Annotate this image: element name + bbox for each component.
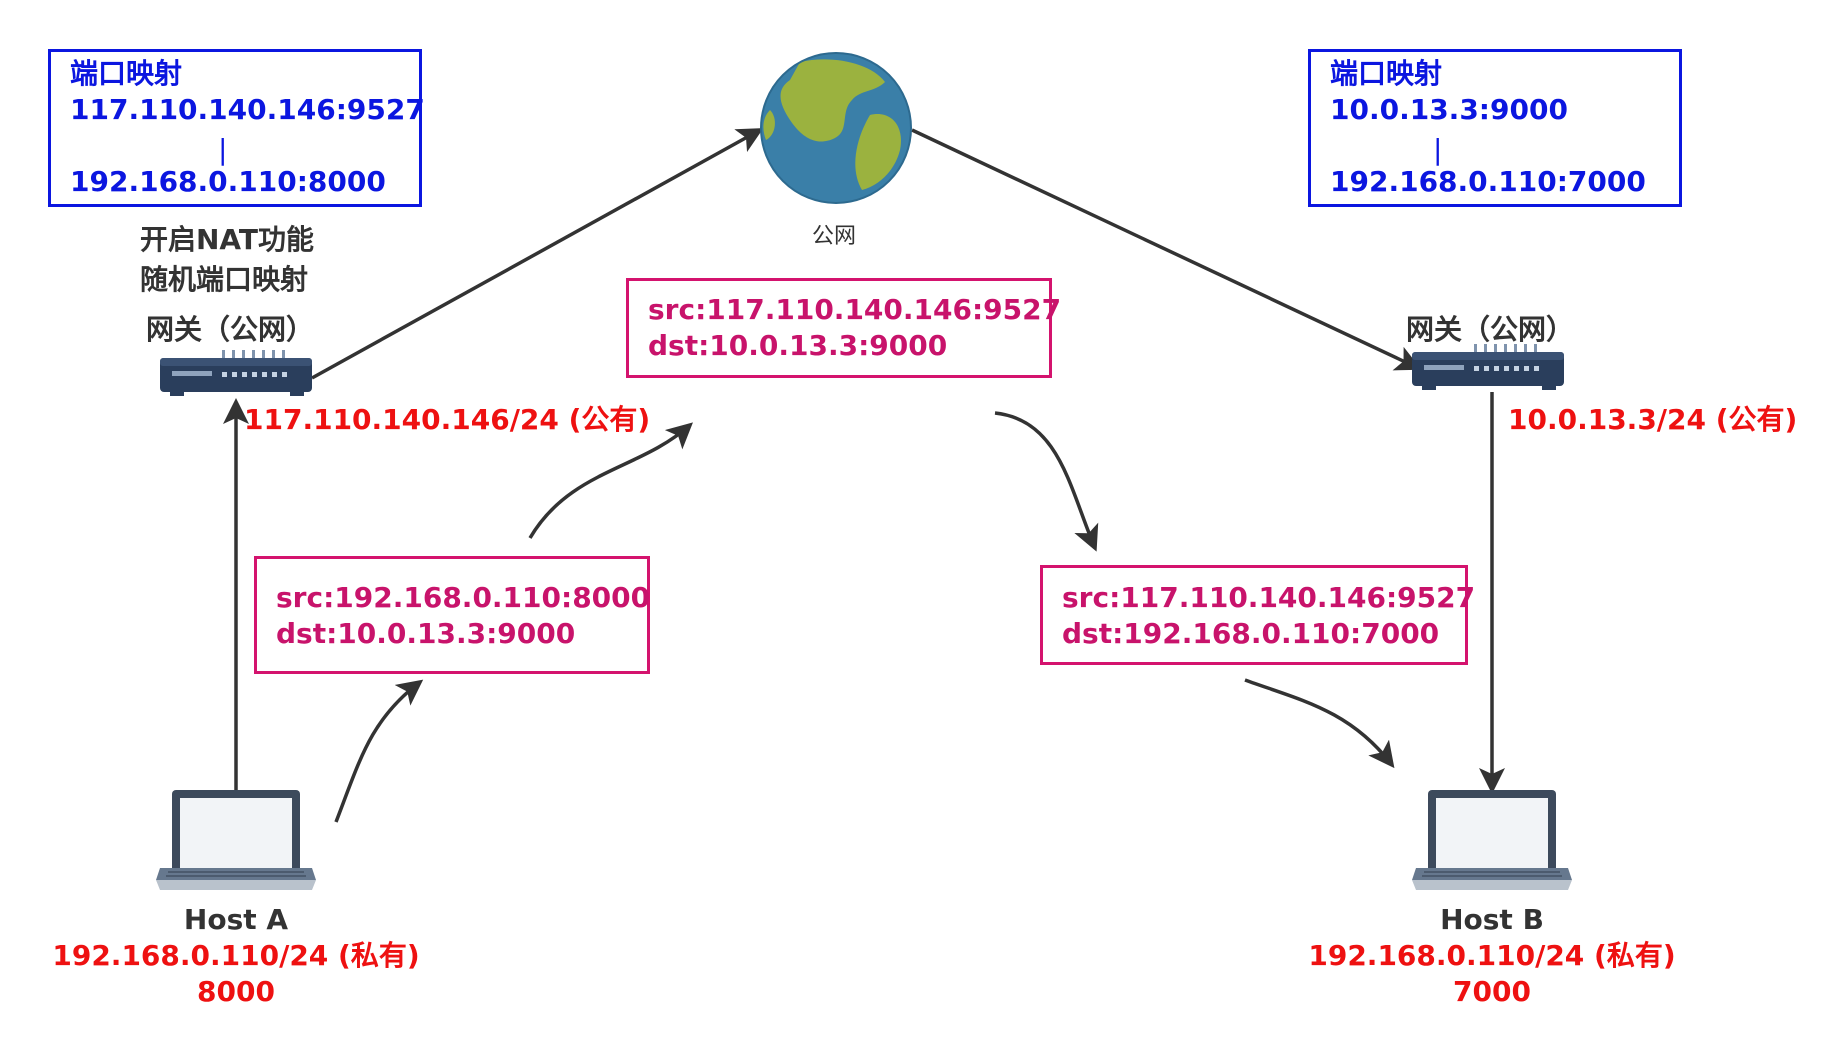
- host-a-ip: 192.168.0.110/24 (私有): [52, 939, 420, 972]
- left-gateway-name: 网关（公网）: [146, 313, 315, 346]
- packet-box-host-a: [254, 556, 650, 674]
- right-port-mapping-connector: |: [1433, 133, 1443, 166]
- packet-box-host-b: [1040, 565, 1468, 665]
- packet-host-a-src: src:192.168.0.110:8000: [276, 581, 651, 614]
- left-port-mapping-box: [48, 49, 422, 207]
- right-port-mapping-public: 10.0.13.3:9000: [1330, 93, 1568, 126]
- router-icon-right: [1412, 344, 1564, 390]
- host-a-port: 8000: [197, 975, 275, 1008]
- laptop-icon-host-b: [1412, 790, 1572, 890]
- nat-enabled-label: 开启NAT功能: [140, 223, 315, 256]
- flow-arrow-hostA-packet: [334, 679, 424, 823]
- flow-arrow-internet-packet-down: [994, 411, 1099, 552]
- gateway-to-internet-arrow: [311, 128, 764, 380]
- internet-label: 公网: [812, 224, 857, 249]
- internet-to-gateway-arrow: [911, 128, 1422, 371]
- left-port-mapping-private: 192.168.0.110:8000: [70, 165, 386, 198]
- left-port-mapping-title: 端口映射: [70, 57, 183, 90]
- packet-internet-dst: dst:10.0.13.3:9000: [648, 329, 948, 362]
- globe-icon: [760, 52, 912, 204]
- host-b-name: Host B: [1440, 903, 1544, 936]
- packet-host-b-src: src:117.110.140.146:9527: [1062, 581, 1476, 614]
- random-port-mapping-label: 随机端口映射: [140, 263, 309, 296]
- packet-box-internet: [626, 278, 1052, 378]
- flow-arrow-packet-to-hostB: [1244, 678, 1395, 769]
- right-port-mapping-box: [1308, 49, 1682, 207]
- packet-internet-src: src:117.110.140.146:9527: [648, 293, 1062, 326]
- packet-host-b-dst: dst:192.168.0.110:7000: [1062, 617, 1440, 650]
- right-gateway-ip: 10.0.13.3/24 (公有): [1508, 403, 1798, 436]
- right-gateway-name: 网关（公网）: [1406, 313, 1575, 346]
- laptop-icon-host-a: [156, 790, 316, 890]
- right-port-mapping-private: 192.168.0.110:7000: [1330, 165, 1646, 198]
- host-a-name: Host A: [183, 903, 289, 936]
- left-port-mapping-connector: |: [218, 133, 228, 166]
- host-b-port: 7000: [1453, 975, 1531, 1008]
- right-port-mapping-title: 端口映射: [1330, 57, 1443, 90]
- host-b-ip: 192.168.0.110/24 (私有): [1308, 939, 1676, 972]
- packet-host-a-dst: dst:10.0.13.3:9000: [276, 617, 576, 650]
- left-gateway-ip: 117.110.140.146/24 (公有): [244, 403, 651, 436]
- left-port-mapping-public: 117.110.140.146:9527: [70, 93, 425, 126]
- router-icon-left: [160, 350, 312, 396]
- flow-arrow-packet-to-internet: [528, 422, 693, 539]
